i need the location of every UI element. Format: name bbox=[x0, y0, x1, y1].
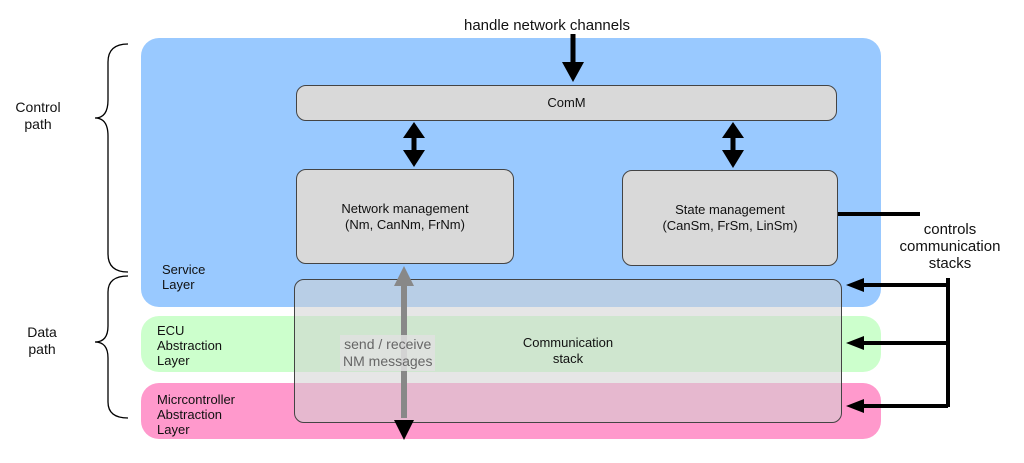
controls-stacks-connector bbox=[838, 212, 950, 413]
nm-messages-label: send / receive NM messages bbox=[340, 335, 436, 371]
mcal-layer-label: Micrcontroller Abstraction Layer bbox=[157, 392, 236, 437]
top-arrow bbox=[562, 34, 584, 82]
comm-sm-arrow bbox=[722, 122, 744, 168]
comm-nm-arrow bbox=[403, 122, 425, 167]
controls-communication-stacks-label: controls communication stacks bbox=[899, 221, 1001, 272]
comm-box: ComM bbox=[296, 85, 837, 121]
data-path-brace bbox=[94, 275, 129, 419]
data-path-label: Data path bbox=[27, 324, 57, 357]
control-path-label: Control path bbox=[15, 99, 61, 132]
network-management-box: Network management (Nm, CanNm, FrNm) bbox=[296, 169, 514, 264]
control-path-brace bbox=[94, 43, 129, 273]
state-management-box: State management (CanSm, FrSm, LinSm) bbox=[622, 170, 838, 266]
service-layer-label: Service Layer bbox=[162, 262, 206, 292]
handle-network-channels-label: handle network channels bbox=[464, 17, 630, 34]
ecu-layer-label: ECU Abstraction Layer bbox=[157, 323, 223, 368]
